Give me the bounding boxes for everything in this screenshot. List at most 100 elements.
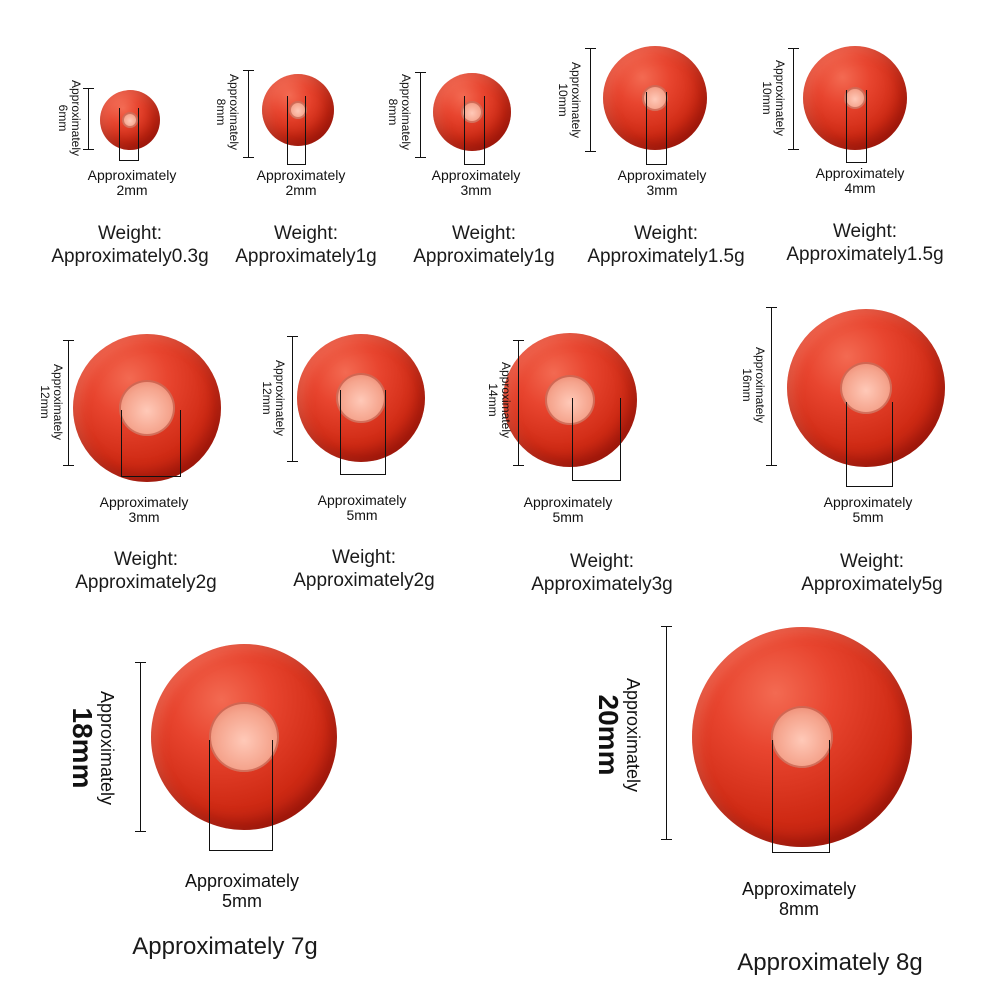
hole-label-text: Approximately — [256, 167, 346, 183]
hole-tick-left — [119, 108, 120, 160]
weight-title: Weight: — [633, 223, 699, 244]
hole-value: 3mm — [128, 509, 160, 526]
hole-tick-right — [666, 92, 667, 164]
diameter-value: 12mm — [260, 381, 275, 415]
hole-label-text: Approximately — [617, 167, 707, 183]
bead-hole — [289, 101, 307, 119]
diameter-dimension-line — [766, 307, 777, 466]
diameter-value: 8mm — [386, 98, 401, 126]
weight-title: Weight: — [451, 223, 517, 244]
diameter-label-text: Approximately — [499, 361, 513, 439]
weight-label: Weight:Approximately5g — [762, 550, 982, 596]
hole-value: 3mm — [460, 182, 492, 199]
bead-hole — [336, 373, 386, 423]
weight-label: Approximately 8g — [720, 948, 940, 977]
diameter-dimension-line — [63, 340, 74, 466]
hole-value: 2mm — [116, 182, 148, 199]
weight-label: Weight:Approximately1.5g — [556, 222, 776, 268]
hole-tick-left — [340, 390, 341, 474]
diameter-dimension-line — [661, 626, 672, 840]
diameter-label-text: Approximately — [97, 690, 117, 806]
diameter-value: 16mm — [740, 368, 755, 402]
weight-value: Approximately2g — [293, 570, 435, 592]
bead-hole — [844, 87, 866, 109]
hole-tick-right — [385, 390, 386, 474]
diameter-label-text: Approximately — [273, 359, 287, 437]
diameter-dimension-line — [513, 340, 524, 466]
hole-tick-left — [846, 90, 847, 162]
bead-image — [151, 644, 337, 830]
hole-value: 5mm — [552, 509, 584, 526]
diameter-dimension-line — [788, 48, 799, 150]
hole-dimension-line — [846, 486, 893, 487]
hole-label-text: Approximately — [523, 494, 613, 510]
diameter-label-text: Approximately — [227, 73, 241, 151]
weight-label: Weight:Approximately1.5g — [755, 220, 975, 266]
bead-image — [503, 333, 637, 467]
diameter-value: 18mm — [67, 707, 99, 789]
diameter-value: 14mm — [486, 383, 501, 417]
weight-label: Weight:Approximately1g — [374, 222, 594, 268]
weight-value: Approximately2g — [75, 572, 217, 594]
bead-hole — [122, 112, 138, 128]
bead-hole — [545, 375, 595, 425]
hole-dimension-line — [287, 164, 306, 165]
diameter-value: 20mm — [593, 694, 625, 776]
hole-dimension-line — [772, 852, 830, 853]
hole-tick-right — [892, 402, 893, 486]
hole-tick-right — [484, 96, 485, 164]
bead-image — [100, 90, 160, 150]
weight-value: Approximately1.5g — [587, 246, 745, 268]
weight-title: Weight: — [113, 549, 179, 570]
diameter-value: 6mm — [56, 104, 71, 132]
hole-tick-left — [846, 402, 847, 486]
hole-tick-left — [209, 740, 210, 850]
diameter-value: 10mm — [556, 83, 571, 117]
hole-tick-left — [772, 740, 773, 852]
hole-value: 4mm — [844, 180, 876, 197]
hole-value: 3mm — [646, 182, 678, 199]
weight-title: Weight: — [839, 551, 905, 572]
hole-tick-right — [138, 108, 139, 160]
hole-dimension-line — [340, 474, 386, 475]
bead-hole — [119, 380, 175, 436]
hole-dimension-line — [572, 480, 621, 481]
hole-tick-left — [572, 398, 573, 480]
diameter-label-text: Approximately — [569, 61, 583, 139]
weight-label: Weight:Approximately0.3g — [20, 222, 240, 268]
diameter-label-text: Approximately — [69, 79, 83, 157]
hole-label-text: Approximately — [741, 879, 857, 899]
weight-title: Weight: — [273, 223, 339, 244]
hole-label-text: Approximately — [87, 167, 177, 183]
bead-image — [603, 46, 707, 150]
hole-value: 2mm — [285, 182, 317, 199]
hole-value: 5mm — [222, 890, 262, 911]
bead-image — [787, 309, 945, 467]
weight-title: Weight: — [569, 551, 635, 572]
bead-image — [297, 334, 425, 462]
hole-value: 5mm — [852, 509, 884, 526]
diameter-label-text: Approximately — [623, 677, 643, 793]
hole-label-text: Approximately — [815, 165, 905, 181]
bead-image — [692, 627, 912, 847]
weight-value: Approximately1g — [235, 246, 377, 268]
hole-tick-left — [287, 96, 288, 164]
hole-tick-right — [866, 90, 867, 162]
diameter-value: 12mm — [38, 385, 53, 419]
diameter-label-text: Approximately — [753, 346, 767, 424]
diameter-dimension-line — [585, 48, 596, 152]
weight-label: Weight:Approximately2g — [254, 546, 474, 592]
bead-image — [73, 334, 221, 482]
